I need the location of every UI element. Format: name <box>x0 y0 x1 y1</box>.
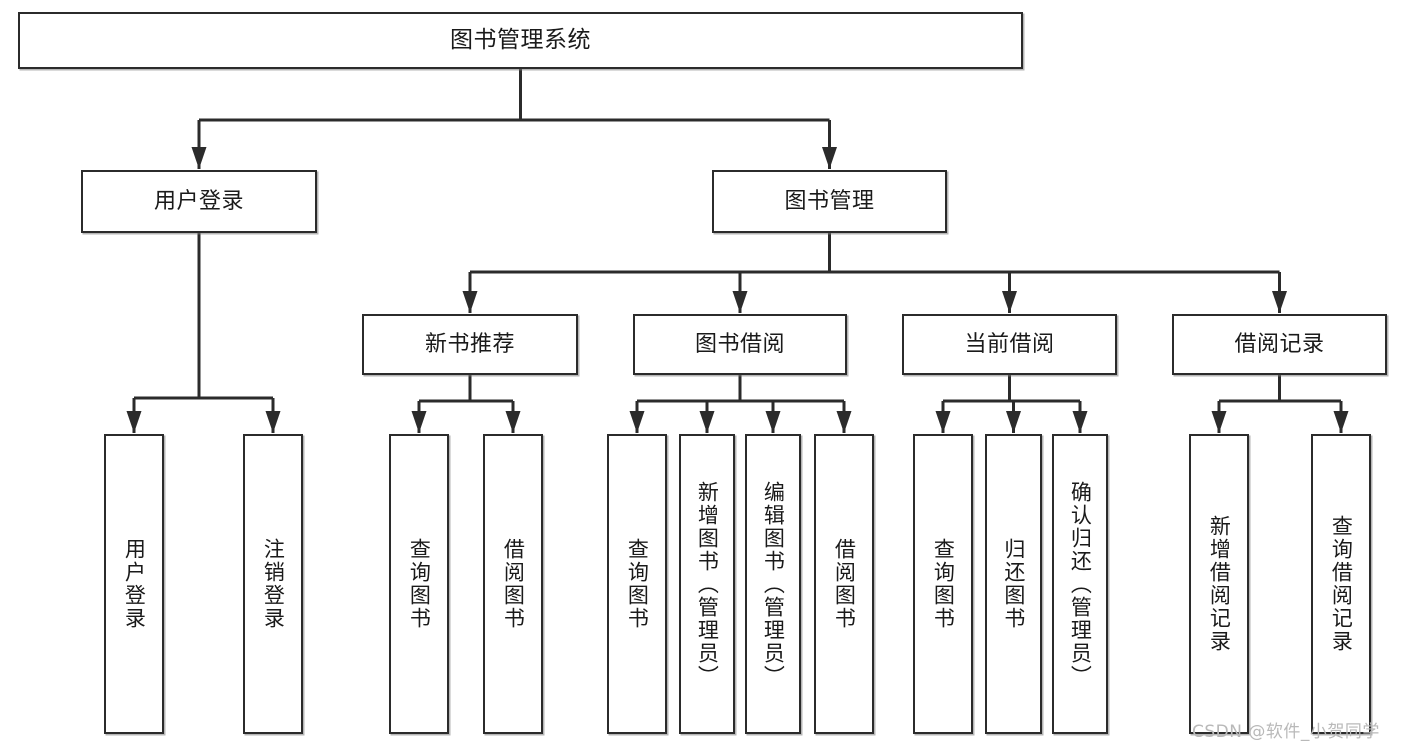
node-root[interactable]: 图书管理系统 <box>18 12 1023 69</box>
node-label: 注销登录 <box>261 538 286 630</box>
node-label: 借阅图书 <box>501 538 526 630</box>
node-label: 借阅图书 <box>832 538 857 630</box>
node-leaf-bb-edit[interactable]: 编辑图书（管理员） <box>745 434 801 734</box>
node-leaf-cb-query[interactable]: 查询图书 <box>913 434 973 734</box>
node-leaf-logout[interactable]: 注销登录 <box>243 434 303 734</box>
node-label: 用户登录 <box>153 188 244 214</box>
node-new-book-rec[interactable]: 新书推荐 <box>362 314 578 375</box>
node-leaf-cb-confirm[interactable]: 确认归还（管理员） <box>1052 434 1108 734</box>
node-label: 图书管理 <box>784 188 875 214</box>
node-label: 新增借阅记录 <box>1207 515 1232 653</box>
node-label: 归还图书 <box>1001 538 1026 630</box>
node-leaf-bb-borrow[interactable]: 借阅图书 <box>814 434 874 734</box>
node-user-login[interactable]: 用户登录 <box>81 170 317 233</box>
node-book-borrow[interactable]: 图书借阅 <box>633 314 847 375</box>
node-leaf-rec-query[interactable]: 查询图书 <box>389 434 449 734</box>
node-label: 借阅记录 <box>1234 331 1325 357</box>
node-borrow-record[interactable]: 借阅记录 <box>1172 314 1387 375</box>
node-leaf-bb-query[interactable]: 查询图书 <box>607 434 667 734</box>
node-book-manage[interactable]: 图书管理 <box>712 170 947 233</box>
csdn-watermark: CSDN @软件_小贺同学 <box>1192 722 1380 742</box>
node-label: 当前借阅 <box>964 331 1055 357</box>
node-label: 查询图书 <box>931 538 956 630</box>
node-label: 新增图书（管理员） <box>695 480 720 688</box>
node-label: 查询借阅记录 <box>1329 515 1354 653</box>
node-label: 图书借阅 <box>694 331 785 357</box>
node-label: 编辑图书（管理员） <box>761 480 786 688</box>
node-label: 用户登录 <box>122 538 147 630</box>
node-label: 查询图书 <box>625 538 650 630</box>
node-current-borrow[interactable]: 当前借阅 <box>902 314 1117 375</box>
node-leaf-rec-borrow[interactable]: 借阅图书 <box>483 434 543 734</box>
node-leaf-bb-add[interactable]: 新增图书（管理员） <box>679 434 735 734</box>
node-leaf-br-query[interactable]: 查询借阅记录 <box>1311 434 1371 734</box>
node-leaf-user-login[interactable]: 用户登录 <box>104 434 164 734</box>
node-label: 图书管理系统 <box>450 26 591 53</box>
node-label: 新书推荐 <box>424 331 515 357</box>
node-label: 确认归还（管理员） <box>1068 480 1093 688</box>
node-leaf-cb-return[interactable]: 归还图书 <box>985 434 1042 734</box>
node-label: 查询图书 <box>407 538 432 630</box>
node-leaf-br-add[interactable]: 新增借阅记录 <box>1189 434 1249 734</box>
